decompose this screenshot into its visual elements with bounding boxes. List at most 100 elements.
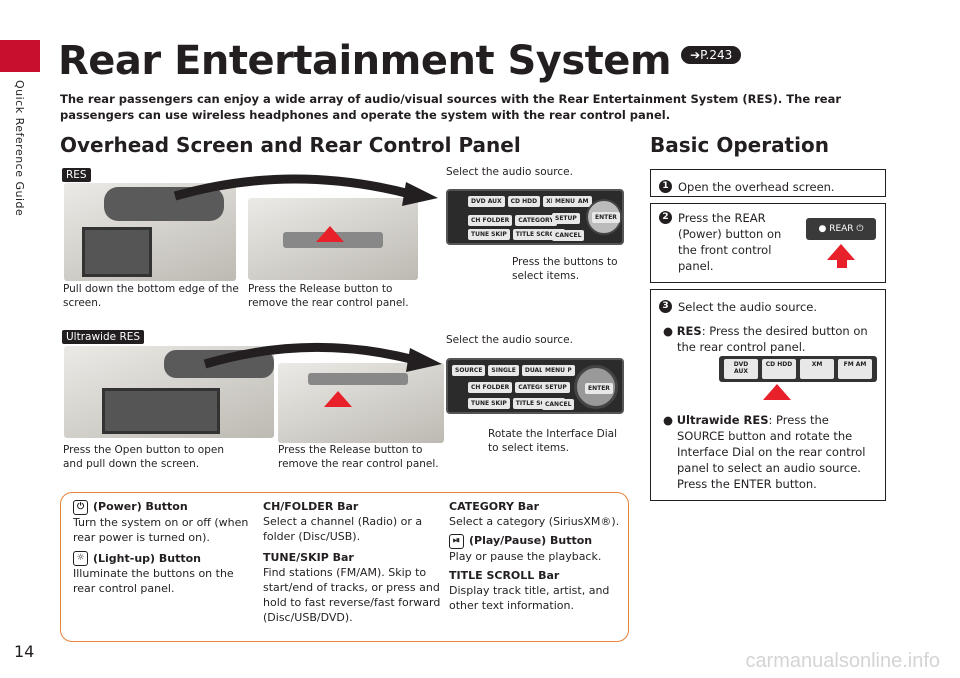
page-number: 14 [14, 642, 35, 661]
step-number: 1 [659, 180, 672, 193]
left-heading: Overhead Screen and Rear Control Panel [60, 133, 521, 157]
res-select-source-label: Select the audio source. [446, 166, 573, 178]
ultrawide-open-label: Press the Open button to open and pull d… [63, 444, 224, 470]
ch-folder-bar[interactable]: CH FOLDER [468, 215, 513, 226]
xm-button[interactable]: XM [800, 359, 834, 379]
legend-text: Display track title, artist, and other t… [449, 583, 610, 612]
step-1-card: 1 Open the overhead screen. [650, 169, 886, 197]
ultrawide-rear-control-panel: SOURCE SINGLE DUAL SWAP CH FOLDER CATEGO… [446, 358, 624, 414]
tune-skip-bar[interactable]: TUNE SKIP [468, 229, 510, 240]
arrow-stem [837, 258, 847, 268]
legend-text: Select a category (SiriusXM®). [449, 515, 620, 528]
right-heading: Basic Operation [650, 133, 829, 157]
cd-hdd-button[interactable]: CD HDD [762, 359, 796, 379]
title-scroll-bar[interactable]: TITLE SCROLL [512, 398, 566, 409]
power-icon: ⏻ [73, 499, 88, 515]
interface-dial[interactable]: ENTER [574, 365, 618, 409]
dvd-aux-button[interactable]: DVD AUX [468, 196, 505, 207]
res-screen [82, 227, 152, 277]
ultrawide-release-photo [278, 363, 444, 443]
curved-arrow-icon [173, 174, 438, 206]
legend-heading: CH/FOLDER Bar [263, 500, 359, 513]
enter-button[interactable]: ENTER [585, 383, 613, 394]
bullet-res-text: : Press the desired button on the rear c… [677, 324, 868, 354]
ultrawide-overhead-photo [64, 346, 274, 438]
legend-heading: TITLE SCROLL Bar [449, 568, 560, 582]
tune-skip-bar[interactable]: TUNE SKIP [468, 398, 510, 409]
bullet-res-label: RES [676, 324, 702, 338]
source-button[interactable]: SOURCE [452, 365, 486, 376]
res-press-buttons-label: Press the buttons to select items. [512, 256, 618, 282]
legend-text: Illuminate the buttons on the rear contr… [73, 567, 234, 595]
legend-text: Select a channel (Radio) or a folder (Di… [263, 515, 423, 543]
bullet-ultrawide-label: Ultrawide RES [676, 413, 769, 427]
light-icon: ☼ [73, 551, 88, 566]
menu-button[interactable]: MENU [542, 365, 568, 376]
step-3-bullet-ultrawide: ● Ultrawide RES: Press the SOURCE button… [663, 413, 866, 491]
legend-text: Turn the system on or off (when rear pow… [73, 515, 249, 544]
up-arrow-icon [324, 391, 352, 407]
legend-heading: (Light-up) Button [93, 551, 202, 565]
setup-button[interactable]: SETUP [552, 213, 580, 224]
step-3-text: Select the audio source. [678, 300, 818, 314]
page-reference-text: P.243 [700, 48, 733, 62]
enter-button[interactable]: ENTER [592, 212, 620, 223]
xm-button[interactable]: XM [543, 196, 560, 207]
category-bar[interactable]: CATEGORY [515, 382, 557, 393]
step-number: 3 [659, 300, 672, 313]
fm-am-button[interactable]: FM AM [838, 359, 872, 379]
play-pause-icon: ⏯ [449, 533, 464, 549]
dvd-aux-button[interactable]: DVD AUX [724, 359, 758, 379]
page-reference-link[interactable]: ➔P.243 [681, 46, 742, 64]
category-bar[interactable]: CATEGORY [515, 215, 557, 226]
cd-hdd-button[interactable]: CD HDD [507, 196, 541, 207]
step-3-card: 3 Select the audio source. ● RES: Press t… [650, 289, 886, 501]
res-rear-control-panel: DVD AUX CD HDD XM FM AM CH FOLDER CATEGO… [446, 189, 624, 245]
cancel-button[interactable]: CANCEL [542, 399, 575, 410]
single-button[interactable]: SINGLE [488, 365, 519, 376]
res-tag: RES [62, 168, 91, 182]
ultrawide-screen [102, 388, 220, 434]
direction-pad[interactable]: ENTER [586, 199, 622, 235]
ultrawide-tag: Ultrawide RES [62, 330, 145, 344]
ultrawide-release-slot [308, 373, 408, 385]
page-title: Rear Entertainment System ➔P.243 [58, 38, 742, 84]
rear-power-button-label: REAR [829, 224, 854, 234]
step-2-card: 2 Press the REAR (Power) button on the f… [650, 203, 886, 283]
source-buttons-strip: DVD AUX CD HDD XM FM AM [719, 356, 877, 382]
ch-folder-bar[interactable]: CH FOLDER [468, 382, 513, 393]
menu-button[interactable]: MENU [552, 196, 578, 207]
watermark: carmanualsonline.info [745, 650, 940, 672]
cancel-button[interactable]: CANCEL [552, 230, 585, 241]
res-pull-down-label: Pull down the bottom edge of the screen. [63, 283, 239, 309]
legend-heading: (Play/Pause) Button [469, 534, 593, 547]
res-release-label: Press the Release button to remove the r… [248, 283, 409, 309]
res-release-photo [248, 198, 418, 280]
legend-text: Find stations (FM/AM). Skip to start/end… [263, 566, 441, 624]
step-3-bullet-res: ● RES: Press the desired button on the r… [663, 324, 868, 354]
up-arrow-icon [316, 226, 344, 242]
section-tab [0, 40, 40, 72]
step-1-text: Open the overhead screen. [678, 180, 835, 194]
step-number: 2 [659, 211, 672, 224]
rear-power-button[interactable]: ● REAR ⏻ [806, 218, 876, 240]
ultrawide-select-source-label: Select the audio source. [446, 334, 573, 346]
dual-button[interactable]: DUAL [521, 365, 546, 376]
side-label: Quick Reference Guide [13, 80, 26, 217]
setup-button[interactable]: SETUP [542, 382, 570, 393]
legend-heading: (Power) Button [93, 500, 188, 513]
page-title-text: Rear Entertainment System [58, 38, 672, 84]
title-scroll-bar[interactable]: TITLE SCROLL [512, 229, 566, 240]
legend-heading: CATEGORY Bar [449, 500, 540, 513]
up-arrow-icon [763, 384, 791, 400]
